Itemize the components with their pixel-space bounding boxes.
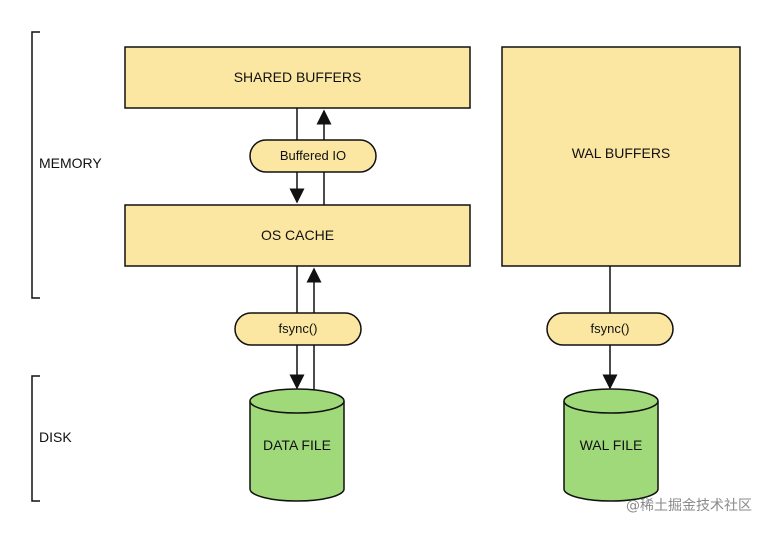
wal-buffers-box: WAL BUFFERS xyxy=(501,46,741,267)
data-file-label: DATA FILE xyxy=(263,437,331,453)
shared-buffers-label: SHARED BUFFERS xyxy=(234,69,362,85)
fsync-left-pill: fsync() xyxy=(234,312,362,346)
memory-section: MEMORY xyxy=(31,31,102,299)
data-file-cylinder: DATA FILE xyxy=(249,388,345,502)
os-cache-label: OS CACHE xyxy=(261,227,334,243)
shared-buffers-box: SHARED BUFFERS xyxy=(124,46,471,109)
disk-label: DISK xyxy=(39,429,72,445)
fsync-right-label: fsync() xyxy=(591,321,630,336)
fsync-right-pill: fsync() xyxy=(546,312,674,346)
disk-section: DISK xyxy=(31,375,72,502)
os-cache-box: OS CACHE xyxy=(124,204,471,267)
wal-buffers-label: WAL BUFFERS xyxy=(572,145,671,161)
wal-file-cylinder: WAL FILE xyxy=(563,388,659,502)
watermark-text: @稀土掘金技术社区 xyxy=(626,498,752,514)
wal-file-label: WAL FILE xyxy=(580,437,643,453)
buffered-io-label: Buffered IO xyxy=(280,148,346,163)
fsync-left-label: fsync() xyxy=(279,321,318,336)
memory-label: MEMORY xyxy=(39,155,102,171)
buffered-io-pill: Buffered IO xyxy=(249,139,377,173)
